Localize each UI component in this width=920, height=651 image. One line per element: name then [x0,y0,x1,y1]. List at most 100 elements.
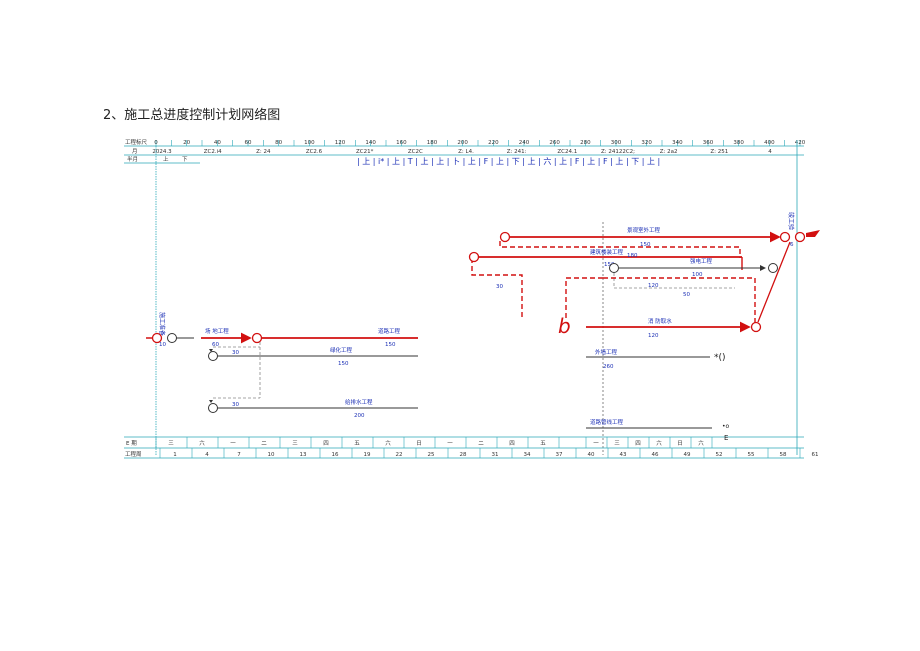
week-number: 10 [268,452,275,458]
week-number: 37 [556,452,563,458]
ruler-tick-label: 100 [304,140,315,146]
weekday-cell: 二 [478,441,484,447]
node-start-a [151,332,163,344]
half-month-down: 下 [182,156,188,163]
month-label: Z: 24122C2; [601,149,635,155]
weekday-cell: 三 [168,440,174,447]
ruler-tick-label: 400 [764,140,775,146]
mark-e: E [724,434,728,442]
ruler-tick-label: 120 [335,140,346,146]
weekday-cell: 五 [540,440,546,447]
weekday-cell: 日 [416,440,422,447]
node-green-start [208,351,218,361]
weekday-cell: 五 [354,440,360,447]
month-label: Z: 24 [256,149,271,155]
row2-label: 月 [132,148,138,155]
weekday-cell: 一 [230,441,236,447]
ruler-tick-label: 240 [519,140,530,146]
month-label: Z: L4. [458,149,474,155]
act-site-duration: 60 [212,342,219,348]
act-water-duration: 200 [354,413,365,419]
act-building-duration: 180 [627,253,638,259]
week-number: 58 [780,452,787,458]
node-power-end [768,263,778,273]
finish-flag [806,230,820,237]
week-number: 52 [716,452,723,458]
ruler-tick-label: 340 [672,140,683,146]
act-landscape-label: 景观室外工程 [627,226,661,234]
start-vertical-label: 施工准备 [158,312,166,336]
right-network: 景观室外工程 150 竣工验 6 30 建筑楼装工程 180 150 强电工程 … [468,212,820,442]
week-number: 40 [588,452,595,458]
weekday-cell: 四 [509,440,515,447]
node-power-start [609,263,619,273]
month-label: ZC24.1 [557,149,577,155]
week-number: 19 [364,452,371,458]
week-number: 55 [748,452,755,458]
weekday-label: E 期 [126,440,137,447]
month-label: ZC21* [356,149,374,155]
ruler-tick-label: 0 [154,140,158,146]
week-number: 13 [300,452,307,458]
node-finish-a [779,231,791,243]
act-road-label: 道路工程 [378,327,401,335]
node-landscape-start [499,231,511,243]
act-pipe-label: 道路管线工程 [590,418,624,426]
node-site-end-a [251,332,263,344]
week-number: 28 [460,452,467,458]
act-30-red: 30 [496,284,503,290]
weekday-cell: 六 [199,439,205,447]
ruler-tick-label: 220 [488,140,499,146]
week-number: 31 [492,452,499,458]
week-number: 4 [205,452,209,458]
act-road-duration: 150 [385,342,396,348]
weekday-cell-right: 四 [635,440,641,447]
act-water-label: 给排水工程 [345,398,373,406]
node-finish-b [794,231,806,243]
ruler-tick-label: 60 [245,140,252,146]
end-number: 6 [790,242,794,248]
month-label: 2024.3 [152,149,172,155]
month-label: ZC2C [408,149,423,155]
act-site-label: 场 地工程 [205,327,229,335]
node-building-start [468,251,480,263]
week-number: 46 [652,452,659,458]
act-landscape-duration: 150 [640,242,651,248]
act-power-150: 150 [604,262,615,268]
mark-b: b [558,314,571,338]
end-vertical-label: 竣工验 [787,212,795,230]
ruler-tick-label: 80 [275,140,282,146]
act-30-label: 30 [232,350,239,356]
act-fire-label: 消 防取水 [648,317,672,325]
ruler-tick-label: 140 [365,140,376,146]
row1-label: 工程标尺 [125,138,148,146]
weekday-cell: 三 [292,440,298,447]
mark-asterisk: *() [714,353,726,363]
weekday-cell-right: 一 [593,441,599,447]
act-power-duration: 100 [692,272,703,278]
row3-label: 半月 [127,155,138,163]
month-label: ZC2.i4 [204,149,222,155]
ruler-tick-label: 320 [641,140,652,146]
garbled-half-months: | 上 | i* | 上 | T | 上 | 上 | 卜 | 上 | F | 上… [357,156,660,166]
act-power-label: 强电工程 [690,257,713,265]
week-number: 43 [620,452,627,458]
act-building-label: 建筑楼装工程 [590,248,624,256]
weekday-cell-right: 六 [698,439,704,447]
week-number: 61 [812,452,819,458]
mark-arrow-o: •o [722,423,730,430]
left-network: 施工准备 10 场 地工程 60 道路工程 150 30 绿化工程 150 30… [146,312,418,419]
month-label: ZC2.6 [306,149,323,155]
ruler-tick-label: 360 [703,140,714,146]
ruler-tick-label: 180 [427,140,438,146]
node-start-b [167,333,177,343]
weekday-cell: 六 [385,439,391,447]
ruler-tick-label: 260 [549,140,560,146]
week-number: 22 [396,452,403,458]
ruler-tick-label: 300 [611,140,622,146]
ruler-tick-label: 40 [214,140,221,146]
week-number: 16 [332,452,339,458]
week-number: 49 [684,452,691,458]
weekday-cell-right: 三 [614,440,620,447]
